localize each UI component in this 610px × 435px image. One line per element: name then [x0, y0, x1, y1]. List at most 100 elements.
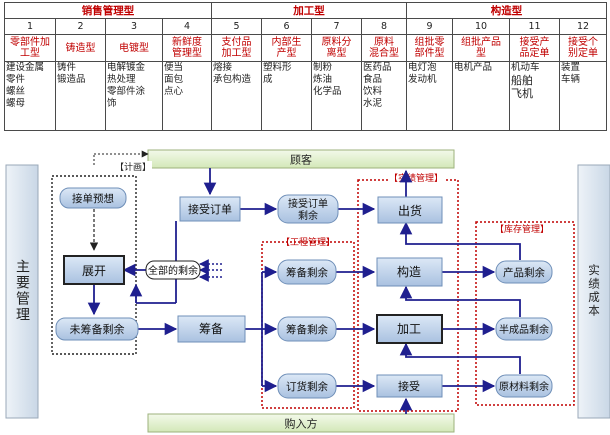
node-expand-label: 展开 — [82, 264, 106, 278]
type-example-line: 电机产品 — [454, 62, 493, 73]
type-example-line: 热处理 — [107, 74, 136, 85]
node-construct: 构造 — [376, 257, 443, 287]
type-example-line: 锻造品 — [57, 74, 86, 85]
type-example-7: 制粉炼油化学品 — [311, 61, 362, 131]
node-construct-box — [376, 257, 443, 287]
type-name-line: 铸造型 — [65, 42, 96, 54]
plan-region-label-bg — [114, 161, 152, 172]
arrow-product-ship — [399, 221, 521, 260]
type-example-line: 点心 — [164, 86, 184, 97]
node-order-remain-box — [277, 373, 337, 399]
node-semi-stock-label: 半成品剩余 — [499, 323, 549, 336]
type-name-line: 组批零 — [414, 37, 445, 48]
node-prep2: 筹备剩余 — [277, 316, 337, 342]
type-name-line: 原料 — [374, 37, 394, 48]
type-example-line: 螺母 — [6, 98, 26, 109]
type-name-line: 加工型 — [221, 48, 252, 59]
type-example-line: 医药品 — [363, 62, 392, 73]
node-process: 加工 — [376, 314, 443, 344]
type-example-line: 面包 — [164, 74, 184, 85]
node-accept: 接受 — [376, 374, 443, 398]
node-forecast-box — [59, 187, 127, 209]
type-example-line: 装置 — [561, 62, 581, 73]
type-name-8: 原料混合型 — [361, 34, 407, 62]
node-prep1-box — [277, 259, 337, 285]
left-bar — [5, 164, 39, 419]
node-order-surplus-label-2: 剩余 — [298, 209, 318, 222]
node-raw-stock: 原材料剩余 — [495, 374, 553, 398]
type-example-4: 便当面包点心 — [162, 61, 212, 131]
type-example-6: 塑料形成 — [261, 61, 312, 131]
type-example-8: 医药品食品饮料水泥 — [361, 61, 407, 131]
type-example-line: 发动机 — [408, 74, 437, 85]
type-example-2: 铸件锻造品 — [55, 61, 106, 131]
node-order-surplus-box — [277, 194, 339, 224]
node-receive-order-label: 接受订单 — [188, 203, 232, 216]
type-example-3: 电解镀金热处理零部件涂饰 — [105, 61, 163, 131]
node-ship: 出货 — [377, 196, 443, 224]
type-example-line: 成 — [263, 74, 273, 85]
type-name-line: 别定单 — [568, 48, 598, 59]
type-example-line: 便当 — [164, 62, 184, 73]
node-product-stock-box — [495, 260, 553, 284]
node-receive-order: 接受订单 — [179, 196, 241, 222]
supplier-bar — [147, 413, 455, 433]
type-example-line: 制粉 — [313, 62, 333, 73]
right-bar-label: 实绩成本 — [587, 263, 601, 318]
node-order-remain-label: 订货剩余 — [286, 380, 328, 393]
type-example-line: 机动车 — [511, 62, 540, 73]
node-raw-stock-label: 原材料剩余 — [499, 380, 549, 393]
supplier-bar-label: 购入方 — [285, 417, 318, 431]
type-example-line: 零件 — [6, 74, 26, 85]
type-example-line: 飞机 — [511, 87, 533, 100]
type-example-line: 建设金属 — [6, 62, 45, 73]
customer-bar — [147, 149, 455, 169]
node-prep1: 筹备剩余 — [277, 259, 337, 285]
type-name-12: 接受个别定单 — [559, 34, 607, 62]
node-product-stock: 产品剩余 — [495, 260, 553, 284]
type-example-12: 装置车辆 — [559, 61, 607, 131]
type-name-3: 电镀型 — [105, 34, 163, 62]
node-process-box — [376, 314, 443, 344]
type-name-line: 接受产 — [519, 37, 550, 48]
node-order-remain: 订货剩余 — [277, 373, 337, 399]
type-name-line: 品定单 — [519, 48, 550, 59]
type-example-line: 饮料 — [363, 86, 383, 97]
node-semi-stock-box — [495, 317, 553, 341]
node-unprepared-box — [55, 317, 139, 341]
node-forecast: 接单预想 — [59, 187, 127, 209]
type-example-line: 饰 — [107, 98, 117, 109]
node-product-stock-label: 产品剩余 — [503, 266, 545, 279]
type-name-line: 原料分 — [321, 37, 352, 48]
type-example-line: 熔接 — [213, 62, 233, 73]
type-name-line: 产型 — [276, 48, 297, 59]
type-name-line: 组批产品 — [461, 37, 501, 48]
type-example-1: 建设金属零件螺丝螺母 — [4, 61, 56, 131]
type-example-line: 塑料形 — [263, 62, 292, 73]
type-name-line: 部件型 — [414, 48, 445, 59]
stock-region — [475, 221, 575, 406]
plan-region — [51, 175, 137, 355]
group-header-construction: 构造型 — [406, 2, 607, 19]
type-example-line: 化学品 — [313, 86, 342, 97]
type-name-7: 原料分离型 — [311, 34, 362, 62]
arrow-semi-construct — [399, 285, 521, 317]
node-ship-label: 出货 — [398, 203, 422, 218]
type-name-line: 型 — [476, 48, 486, 59]
node-all-surplus-box — [145, 260, 201, 280]
type-example-line: 零部件涂 — [107, 86, 146, 97]
left-bar-label: 主要管理 — [14, 259, 30, 323]
group-header-sales: 销售管理型 — [4, 2, 212, 19]
type-name-line: 支付品 — [221, 37, 252, 48]
process-region-label: 【工程管理】 — [281, 236, 335, 248]
actual-region-label: 【实绩管理】 — [389, 172, 443, 184]
node-accept-box — [376, 374, 443, 398]
node-prepare-box — [177, 315, 246, 343]
type-example-line: 车辆 — [561, 74, 581, 85]
type-example-line: 炼油 — [313, 74, 333, 85]
node-accept-label: 接受 — [398, 380, 420, 393]
type-name-line: 电镀型 — [119, 42, 149, 54]
type-name-line: 内部生 — [271, 37, 302, 48]
